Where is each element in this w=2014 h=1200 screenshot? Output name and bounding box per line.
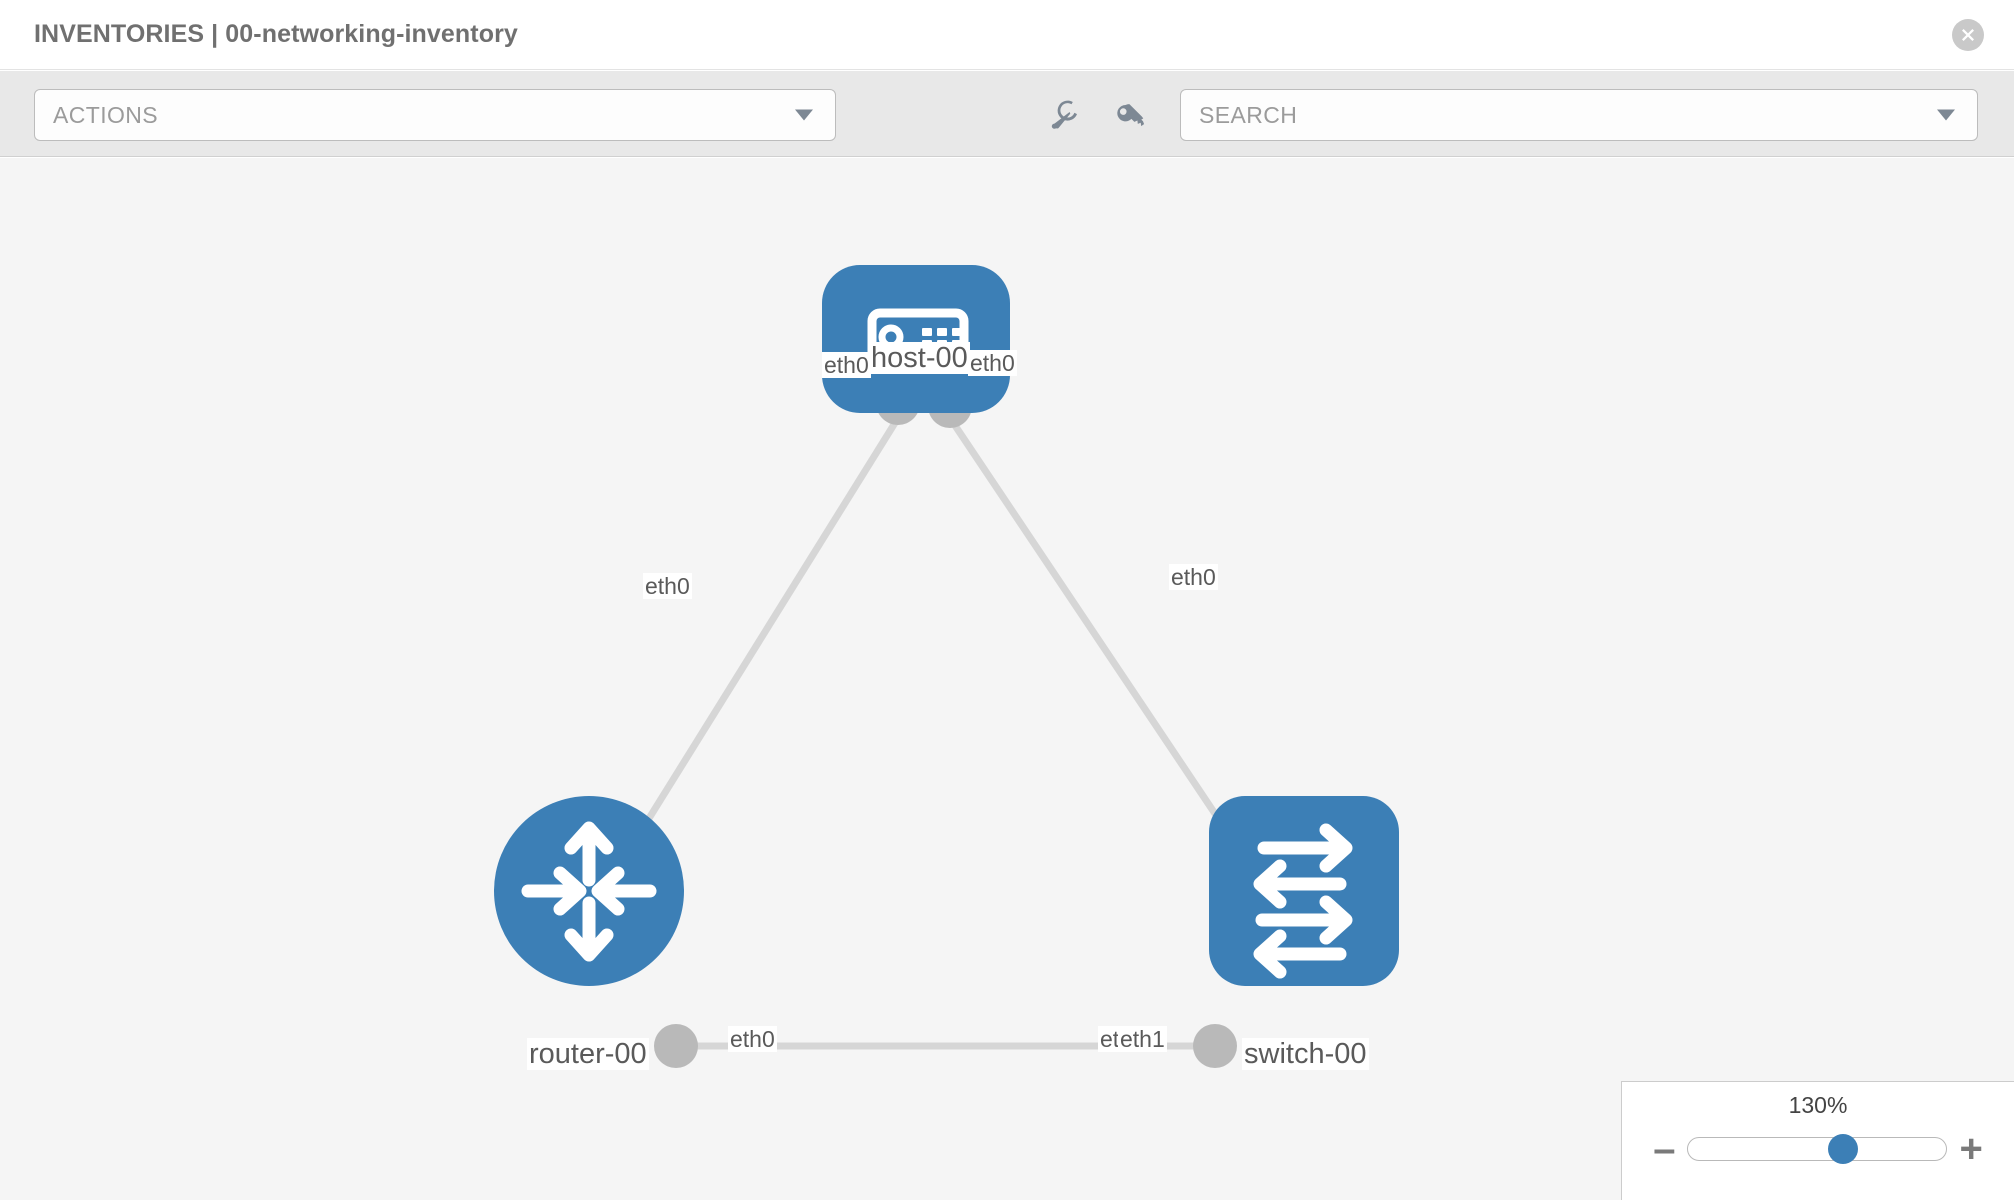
wrench-icon[interactable] [1045,99,1081,133]
router-arrows-icon [521,821,657,962]
node-host-00 [822,265,1010,413]
node-label-switch-00: switch-00 [1242,1038,1369,1071]
topology-canvas[interactable]: eth0 eth0 eth0 eth0 eth0 eth eth1 host-0… [0,158,2014,1200]
iface-label-host00-eth0-left: eth0 [822,352,871,379]
node-label-router-00: router-00 [527,1038,649,1071]
key-icon[interactable] [1113,99,1149,133]
link-host00-switch00 [947,416,1251,865]
search-input-wrapper[interactable] [1180,89,1978,141]
endpoint-switch00-left [1193,1024,1237,1068]
topology-links [617,416,1251,1050]
close-icon[interactable] [1952,19,1984,51]
page-title: INVENTORIES | 00-networking-inventory [34,20,518,48]
topology-endpoints [654,381,1258,1068]
switch-arrows-icon [1253,823,1353,979]
iface-label-router00-eth0-uplink: eth0 [643,573,692,600]
chevron-down-icon[interactable] [1937,109,1955,121]
node-router-00 [494,796,684,986]
zoom-control-panel: 130% – + [1621,1081,2014,1200]
node-label-host-00: host-00 [869,342,970,375]
topology-svg [494,265,1399,1068]
zoom-slider-thumb[interactable] [1828,1134,1859,1164]
actions-dropdown-label: ACTIONS [53,101,159,128]
search-input[interactable] [1199,101,1899,129]
iface-label-switch00-eth1: eth1 [1118,1026,1167,1053]
chevron-down-icon [795,109,813,121]
zoom-in-button[interactable]: + [1959,1127,1983,1171]
actions-dropdown[interactable]: ACTIONS [34,89,836,141]
iface-label-router00-eth0: eth0 [728,1026,777,1053]
page-header: INVENTORIES | 00-networking-inventory [0,0,2014,70]
zoom-slider-track[interactable] [1687,1134,1948,1164]
toolbar: ACTIONS [0,71,2014,157]
link-host00-router00 [617,416,901,867]
zoom-out-button[interactable]: – [1653,1127,1676,1171]
iface-label-switch00-eth0-uplink: eth0 [1169,564,1218,591]
zoom-level-value: 130% [1788,1092,1848,1118]
node-switch-00 [1209,796,1399,986]
endpoint-router00-right [654,1024,698,1068]
iface-label-host00-eth0-right: eth0 [968,350,1017,377]
